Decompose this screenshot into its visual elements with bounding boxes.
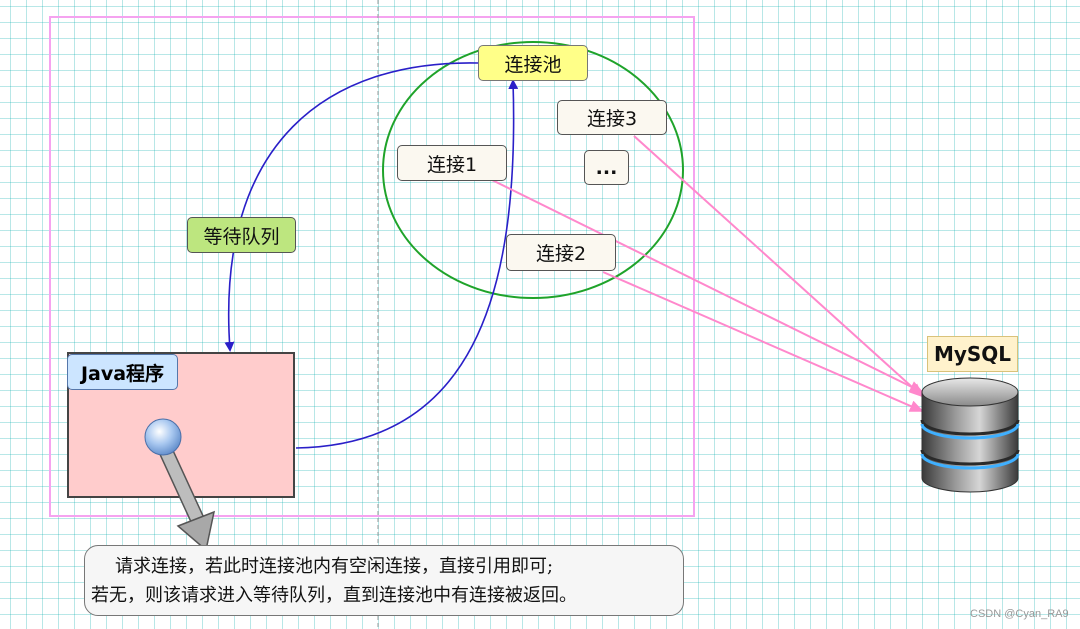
pool-circle <box>382 41 684 299</box>
connection-ellipsis: ... <box>584 150 629 185</box>
conn1-db-arrow <box>483 175 924 393</box>
wait-queue-label: 等待队列 <box>187 217 296 253</box>
pin-arrowhead <box>176 510 216 552</box>
wait-queue-arrow <box>224 62 479 352</box>
connection-2: 连接2 <box>506 234 616 271</box>
app-frame <box>49 16 695 517</box>
note-line-2: 若无，则该请求进入等待队列，直到连接池中有连接被返回。 <box>91 584 577 606</box>
pool-title: 连接池 <box>478 45 588 81</box>
database-icon <box>920 377 1020 493</box>
pin-ball <box>144 418 182 456</box>
note-line-1: 请求连接，若此时连接池内有空闲连接，直接引用即可; <box>115 555 554 577</box>
connection-3: 连接3 <box>557 100 667 135</box>
pointer-pin <box>144 418 216 552</box>
explanation-note: 请求连接，若此时连接池内有空闲连接，直接引用即可; 若无，则该请求进入等待队列，… <box>84 545 684 616</box>
mysql-label: MySQL <box>927 336 1018 372</box>
connection-1: 连接1 <box>397 145 507 181</box>
pin-shaft <box>157 442 205 526</box>
java-program-label: Java程序 <box>67 354 178 390</box>
request-arrow <box>295 79 519 449</box>
conn3-db-arrow <box>633 135 924 398</box>
watermark: CSDN @Cyan_RA9 <box>970 608 1069 620</box>
conn2-db-arrow <box>602 271 924 412</box>
